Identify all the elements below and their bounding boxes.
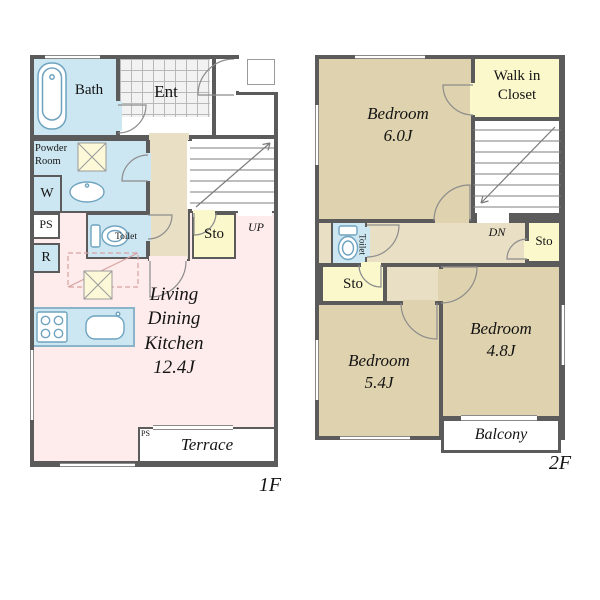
floor-2f: Bedroom 6.0J Walk in Closet DN Toilet St…: [315, 55, 565, 455]
balcony-label: Balcony: [474, 426, 528, 443]
window-marker: [561, 305, 565, 365]
terrace-pipe-space-label: PS: [141, 429, 150, 438]
floor-2f-label: 2F: [548, 452, 572, 474]
refrigerator-label: R: [41, 250, 51, 265]
terrace-area: [138, 427, 276, 463]
living-dining-kitchen-label: Living Dining Kitchen 12.4J: [144, 284, 204, 378]
pipe-space-label: PS: [39, 217, 53, 231]
stairs-2f: [473, 119, 561, 215]
stairs-1f: [190, 137, 276, 213]
window-marker: [340, 436, 410, 440]
floor-1f: Bath Ent Powder Room W PS R Toilet Sto U…: [30, 55, 278, 467]
floor-1f-label: 1F: [258, 474, 282, 496]
stairs-up-label: UP: [248, 220, 264, 234]
balcony-sliding-door: [461, 415, 537, 421]
window-marker: [60, 463, 135, 467]
walk-in-closet-label: Walk in Closet: [493, 68, 541, 104]
powder-room-label: Powder Room: [35, 143, 68, 168]
washer-closet-label: W: [40, 186, 54, 201]
storage-label-1f: Sto: [203, 226, 224, 242]
entrance-label: Ent: [154, 82, 178, 101]
bedroom-54j-label: Bedroom 5.4J: [348, 351, 410, 392]
toilet-label-1f: Toilet: [114, 232, 138, 242]
porch-step: [247, 59, 275, 85]
entrance-porch: [236, 55, 278, 95]
terrace-label: Terrace: [180, 435, 234, 454]
storage-right-label: Sto: [535, 233, 553, 248]
bedroom-48j-label: Bedroom 4.8J: [470, 319, 532, 360]
window-marker: [45, 55, 100, 59]
hall-2f-lower: [385, 265, 441, 303]
window-marker: [315, 340, 319, 400]
terrace-sliding-door: [153, 425, 233, 430]
front-door-opening: [234, 59, 239, 91]
bath-label: Bath: [74, 82, 104, 98]
storage-2f-right: [527, 221, 561, 263]
bedroom-6j-label: Bedroom 6.0J: [367, 104, 429, 145]
window-marker: [315, 105, 319, 165]
toilet-label-2f: Toilet: [357, 233, 368, 255]
storage-left-label: Sto: [342, 276, 363, 292]
refrigerator-space: [32, 243, 60, 273]
window-marker: [355, 55, 425, 59]
window-marker: [30, 350, 34, 420]
stairs-down-label: DN: [488, 225, 506, 239]
hall-1f: [148, 137, 190, 261]
